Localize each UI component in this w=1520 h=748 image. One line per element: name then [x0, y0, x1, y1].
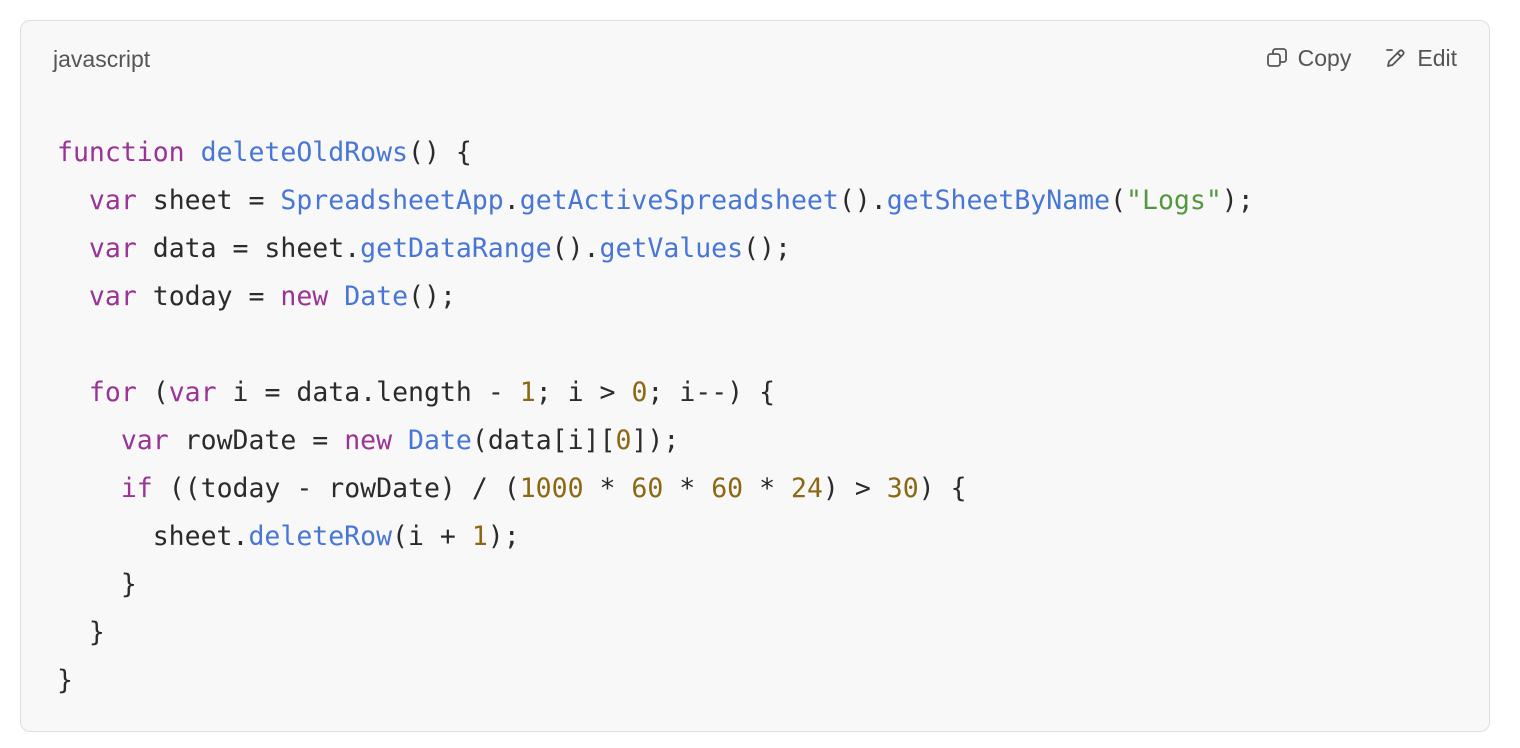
- plain-token: rowDate =: [168, 425, 345, 456]
- plain-token: [57, 425, 121, 456]
- code-block-header: javascript Copy: [21, 21, 1489, 97]
- plain-token: sheet.: [57, 521, 249, 552]
- code-content: function deleteOldRows() { var sheet = S…: [57, 129, 1254, 705]
- code-line: var rowDate = new Date(data[i][0]);: [57, 417, 1254, 465]
- code-line: var today = new Date();: [57, 273, 1254, 321]
- code-actions: Copy Edit: [1266, 44, 1457, 72]
- language-label: javascript: [53, 46, 151, 72]
- keyword-token: var: [88, 281, 137, 312]
- code-line: function deleteOldRows() {: [57, 129, 1254, 177]
- plain-token: }: [57, 569, 137, 600]
- edit-pencil-icon: [1385, 47, 1407, 69]
- function-token: deleteRow: [248, 521, 393, 552]
- plain-token: [185, 137, 201, 168]
- plain-token: ();: [743, 233, 791, 264]
- plain-token: );: [487, 521, 520, 552]
- plain-token: *: [583, 473, 632, 504]
- plain-token: *: [663, 473, 712, 504]
- plain-token: [392, 425, 408, 456]
- plain-token: [328, 281, 344, 312]
- keyword-token: var: [88, 185, 137, 216]
- plain-token: (data[i][: [471, 425, 616, 456]
- edit-button[interactable]: Edit: [1385, 44, 1457, 72]
- plain-token: ().: [838, 185, 887, 216]
- plain-token: (i +: [392, 521, 472, 552]
- copy-button[interactable]: Copy: [1266, 44, 1352, 72]
- plain-token: data = sheet.: [136, 233, 361, 264]
- code-line: }: [57, 609, 1254, 657]
- plain-token: [57, 473, 121, 504]
- plain-token: [57, 185, 89, 216]
- keyword-token: for: [88, 377, 137, 408]
- keyword-token: new: [344, 425, 393, 456]
- keyword-token: if: [120, 473, 153, 504]
- code-line: sheet.deleteRow(i + 1);: [57, 513, 1254, 561]
- plain-token: }: [57, 665, 73, 696]
- code-line: [57, 321, 1254, 369]
- keyword-token: var: [120, 425, 169, 456]
- plain-token: [57, 281, 89, 312]
- plain-token: ; i--) {: [647, 377, 776, 408]
- function-token: Date: [408, 425, 472, 456]
- code-line: for (var i = data.length - 1; i > 0; i--…: [57, 369, 1254, 417]
- plain-token: ; i >: [535, 377, 632, 408]
- plain-token: ();: [408, 281, 456, 312]
- keyword-token: new: [280, 281, 329, 312]
- function-token: getSheetByName: [886, 185, 1111, 216]
- number-token: 1: [519, 377, 536, 408]
- plain-token: [57, 377, 89, 408]
- function-token: Date: [344, 281, 409, 312]
- string-token: "Logs": [1126, 185, 1222, 216]
- keyword-token: function: [57, 137, 185, 168]
- keyword-token: var: [88, 233, 137, 264]
- number-token: 0: [615, 425, 632, 456]
- code-line: var data = sheet.getDataRange().getValue…: [57, 225, 1254, 273]
- plain-token: ((today - rowDate) / (: [152, 473, 520, 504]
- copy-icon: [1266, 47, 1288, 69]
- plain-token: .: [503, 185, 520, 216]
- plain-token: (: [136, 377, 169, 408]
- code-block: javascript Copy: [20, 20, 1490, 732]
- keyword-token: var: [168, 377, 217, 408]
- function-token: deleteOldRows: [200, 137, 409, 168]
- number-token: 30: [886, 473, 919, 504]
- function-token: SpreadsheetApp: [280, 185, 504, 216]
- plain-token: ().: [551, 233, 600, 264]
- number-token: 1: [471, 521, 488, 552]
- plain-token: (: [1110, 185, 1127, 216]
- plain-token: );: [1221, 185, 1254, 216]
- code-line: var sheet = SpreadsheetApp.getActiveSpre…: [57, 177, 1254, 225]
- plain-token: }: [57, 617, 105, 648]
- code-line: }: [57, 657, 1254, 705]
- edit-label: Edit: [1417, 45, 1457, 71]
- plain-token: [57, 233, 89, 264]
- number-token: 0: [631, 377, 648, 408]
- plain-token: *: [743, 473, 791, 504]
- copy-label: Copy: [1297, 45, 1352, 71]
- number-token: 60: [711, 473, 744, 504]
- plain-token: ) >: [822, 473, 887, 504]
- code-line: }: [57, 561, 1254, 609]
- plain-token: ]);: [631, 425, 680, 456]
- plain-token: i = data.length -: [216, 377, 520, 408]
- function-token: getDataRange: [360, 233, 552, 264]
- number-token: 24: [791, 473, 823, 504]
- function-token: getValues: [599, 233, 744, 264]
- plain-token: ) {: [918, 473, 967, 504]
- plain-token: today =: [136, 281, 281, 312]
- code-line: if ((today - rowDate) / (1000 * 60 * 60 …: [57, 465, 1254, 513]
- number-token: 1000: [519, 473, 584, 504]
- function-token: getActiveSpreadsheet: [519, 185, 839, 216]
- plain-token: () {: [408, 137, 472, 168]
- number-token: 60: [631, 473, 664, 504]
- plain-token: sheet =: [136, 185, 281, 216]
